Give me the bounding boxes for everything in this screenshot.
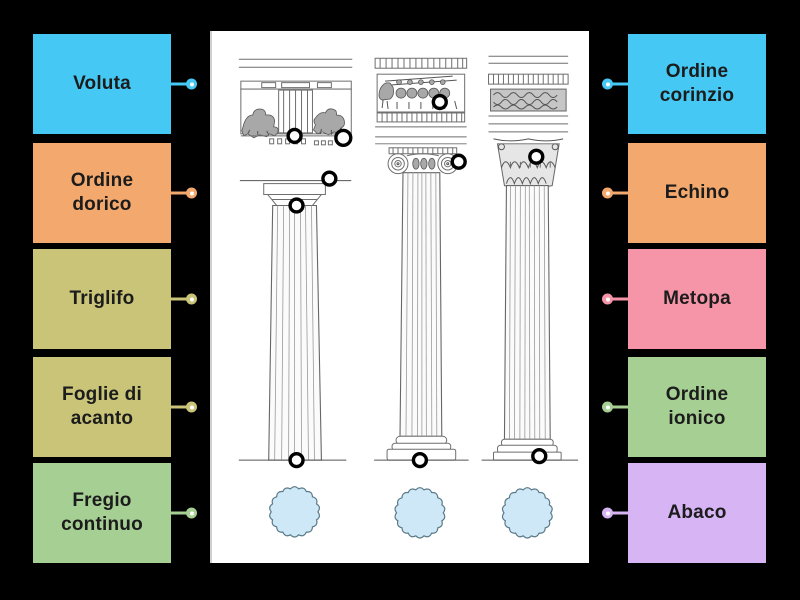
answer-label-triglifo[interactable]: Triglifo xyxy=(33,249,197,349)
connector-dot xyxy=(602,187,613,199)
answer-label-ordine-corinzio[interactable]: Ordine corinzio xyxy=(602,34,766,134)
ionic-column xyxy=(374,57,469,461)
connector-dot xyxy=(186,293,197,305)
connector-dot xyxy=(186,507,197,519)
answer-label-voluta[interactable]: Voluta xyxy=(33,34,197,134)
answer-target-marker[interactable] xyxy=(334,128,353,147)
columns-illustration xyxy=(238,55,579,539)
connector-dot xyxy=(602,78,613,90)
cross-sections-group xyxy=(269,486,553,539)
connector-line xyxy=(171,405,188,409)
answer-label-fregio-continuo[interactable]: Fregio continuo xyxy=(33,463,197,563)
answer-target-marker[interactable] xyxy=(288,197,305,214)
answer-label-ordine-dorico[interactable]: Ordine dorico xyxy=(33,143,197,243)
answer-label-metopa[interactable]: Metopa xyxy=(602,249,766,349)
label-text: Abaco xyxy=(667,501,727,523)
connector-dot xyxy=(186,78,197,90)
connector-line xyxy=(611,191,628,195)
connector-line xyxy=(611,405,628,409)
label-text: Foglie di acanto xyxy=(62,383,142,429)
answer-target-marker[interactable] xyxy=(528,148,545,165)
connector-line xyxy=(611,82,628,86)
answer-target-marker[interactable] xyxy=(321,170,338,187)
answer-target-marker[interactable] xyxy=(450,153,467,170)
label-text: Ordine ionico xyxy=(665,383,729,429)
label-text: Ordine dorico xyxy=(70,169,134,215)
answer-label-echino[interactable]: Echino xyxy=(602,143,766,243)
answer-target-marker[interactable] xyxy=(531,447,548,465)
connector-dot xyxy=(602,293,613,305)
connector-dot xyxy=(602,507,613,519)
label-text: Triglifo xyxy=(69,287,135,309)
connector-dot xyxy=(186,401,197,413)
connector-line xyxy=(171,82,188,86)
label-text: Voluta xyxy=(73,72,131,94)
connector-dot xyxy=(602,401,613,413)
label-text: Ordine corinzio xyxy=(659,60,735,106)
connector-dot xyxy=(186,187,197,199)
connector-line xyxy=(611,511,628,515)
answer-target-marker[interactable] xyxy=(411,451,429,469)
doric-column xyxy=(238,58,353,461)
connector-line xyxy=(171,191,188,195)
label-text: Echino xyxy=(664,181,730,203)
answer-target-marker[interactable] xyxy=(288,451,305,469)
answer-target-marker[interactable] xyxy=(286,127,303,145)
corinthian-column xyxy=(481,55,579,461)
diagram-panel xyxy=(210,31,589,563)
answer-target-marker[interactable] xyxy=(431,93,448,111)
answer-label-abaco[interactable]: Abaco xyxy=(602,463,766,563)
label-text: Metopa xyxy=(663,287,731,309)
connector-line xyxy=(611,297,628,301)
connector-line xyxy=(171,297,188,301)
label-text: Fregio continuo xyxy=(61,489,143,535)
column-cross-section xyxy=(501,487,553,539)
answer-label-foglie-di-acanto[interactable]: Foglie di acanto xyxy=(33,357,197,457)
targets-group xyxy=(286,93,548,469)
column-cross-section xyxy=(394,487,446,539)
answer-label-ordine-ionico[interactable]: Ordine ionico xyxy=(602,357,766,457)
connector-line xyxy=(171,511,188,515)
column-cross-section xyxy=(269,486,321,538)
